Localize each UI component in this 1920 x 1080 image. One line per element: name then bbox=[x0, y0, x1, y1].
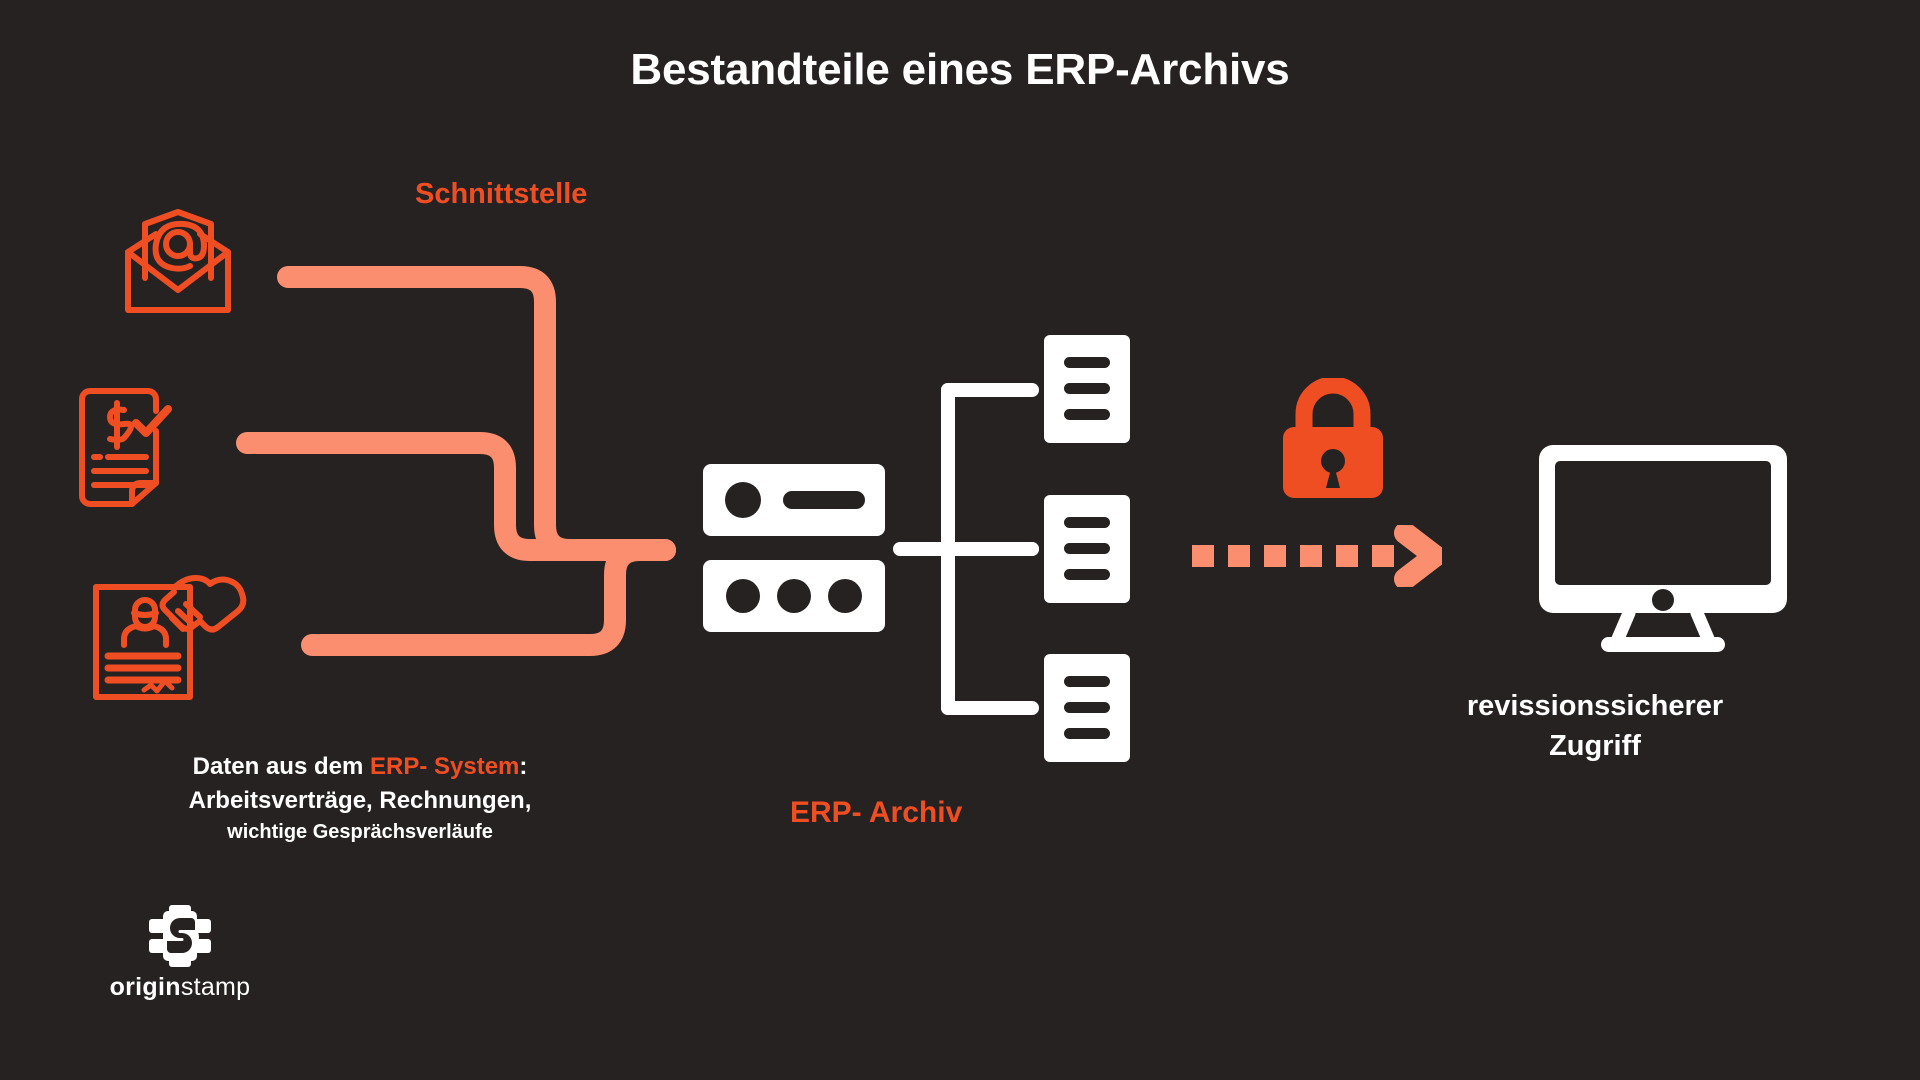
caption-right: revissionssicherer Zugriff bbox=[1400, 686, 1790, 766]
dotted-arrow-right-icon bbox=[1192, 525, 1442, 587]
logo-word-origin: origin bbox=[109, 973, 181, 1001]
caption-left-line1-prefix: Daten aus dem bbox=[192, 753, 370, 780]
contract-handshake-icon bbox=[93, 575, 247, 700]
invoice-dollar-check-icon bbox=[79, 388, 172, 507]
label-schnittstelle: Schnittstelle bbox=[415, 178, 588, 210]
label-erp-archiv: ERP- Archiv bbox=[790, 796, 963, 829]
caption-left-line1-accent: ERP- System bbox=[370, 753, 520, 780]
document-card-middle bbox=[1044, 495, 1130, 603]
caption-left-line3: wichtige Gesprächsverläufe bbox=[227, 821, 493, 844]
caption-right-line2: Zugriff bbox=[1549, 730, 1641, 763]
pipe-contract bbox=[301, 539, 676, 656]
padlock-icon bbox=[1283, 378, 1383, 498]
document-card-bottom bbox=[1044, 654, 1130, 762]
desktop-monitor-icon bbox=[1539, 445, 1787, 652]
caption-left: Daten aus dem ERP- System: Arbeitsverträ… bbox=[80, 750, 640, 847]
originstamp-logo: originstamp bbox=[80, 905, 280, 1002]
document-card-top bbox=[1044, 335, 1130, 443]
caption-left-line2: Arbeitsverträge, Rechnungen, bbox=[188, 787, 532, 815]
caption-left-line1: Daten aus dem ERP- System: bbox=[80, 750, 640, 784]
server-rack-icon bbox=[703, 464, 885, 632]
originstamp-s-mark-icon bbox=[149, 905, 211, 967]
logo-word-stamp: stamp bbox=[180, 973, 251, 1001]
caption-right-line1: revissionssicherer bbox=[1466, 690, 1724, 722]
page-title: Bestandteile eines ERP-Archivs bbox=[630, 45, 1290, 94]
pipe-invoice bbox=[236, 432, 676, 561]
caption-left-line1-suffix: : bbox=[519, 753, 528, 780]
pipe-email bbox=[277, 266, 676, 561]
originstamp-wordmark: originstamp bbox=[80, 973, 280, 1002]
email-envelope-at-icon bbox=[125, 209, 231, 313]
